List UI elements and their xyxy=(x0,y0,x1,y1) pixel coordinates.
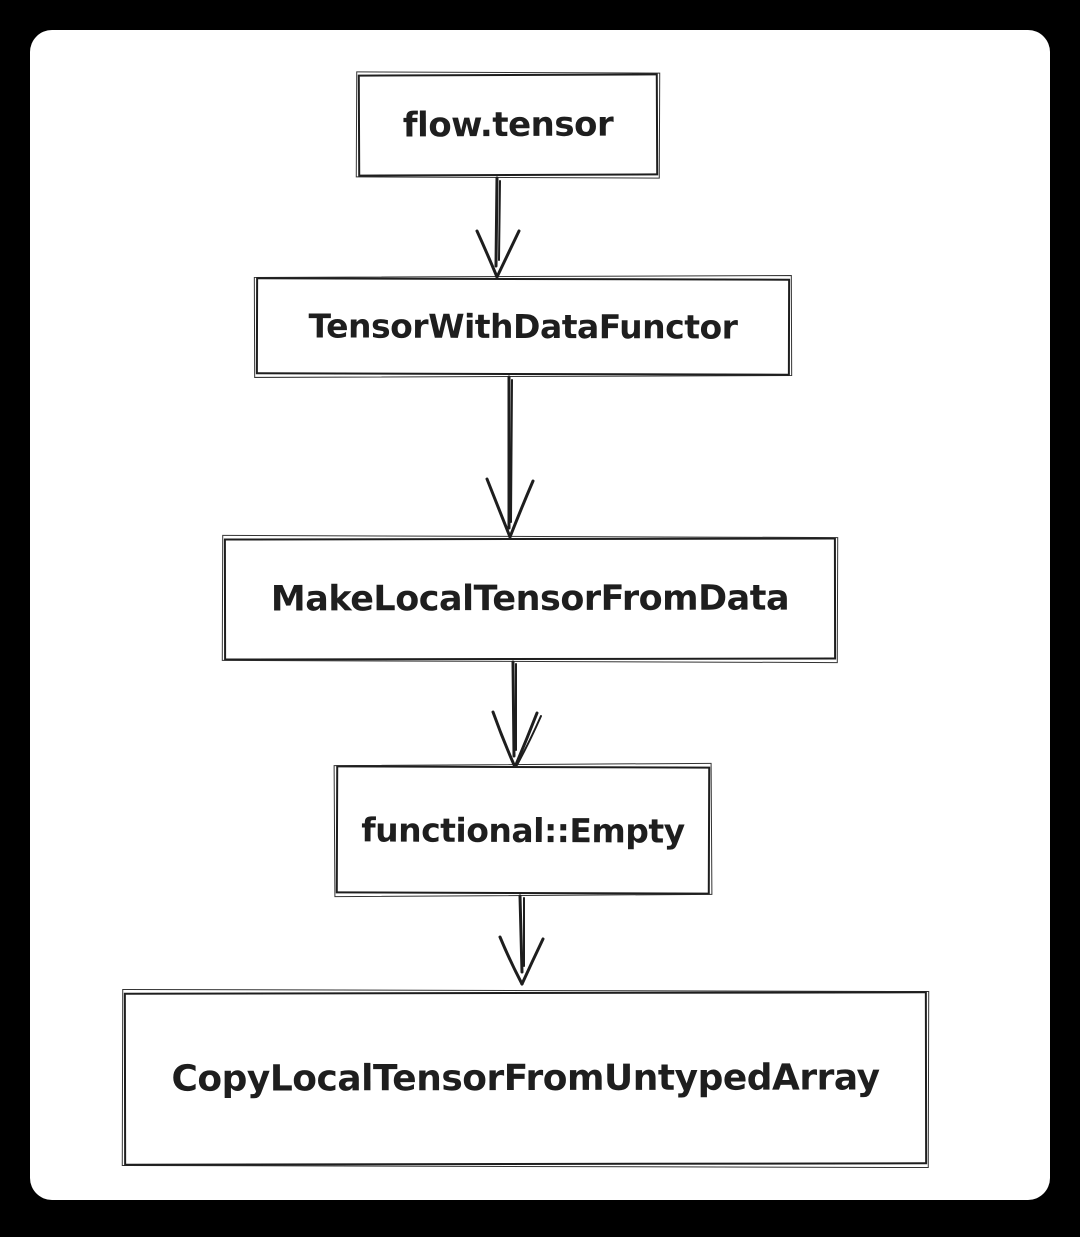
node-label: CopyLocalTensorFromUntypedArray xyxy=(171,1057,880,1100)
node-label: functional::Empty xyxy=(361,809,685,851)
node-copy-local-tensor-from-untyped-array: CopyLocalTensorFromUntypedArray xyxy=(123,991,928,1166)
node-flow-tensor: flow.tensor xyxy=(357,73,659,177)
node-label: TensorWithDataFunctor xyxy=(308,306,738,347)
node-label: MakeLocalTensorFromData xyxy=(270,578,790,620)
node-tensor-with-data-functor: TensorWithDataFunctor xyxy=(255,277,791,376)
node-label: flow.tensor xyxy=(402,104,614,146)
node-functional-empty: functional::Empty xyxy=(335,765,711,895)
node-make-local-tensor-from-data: MakeLocalTensorFromData xyxy=(223,537,837,661)
